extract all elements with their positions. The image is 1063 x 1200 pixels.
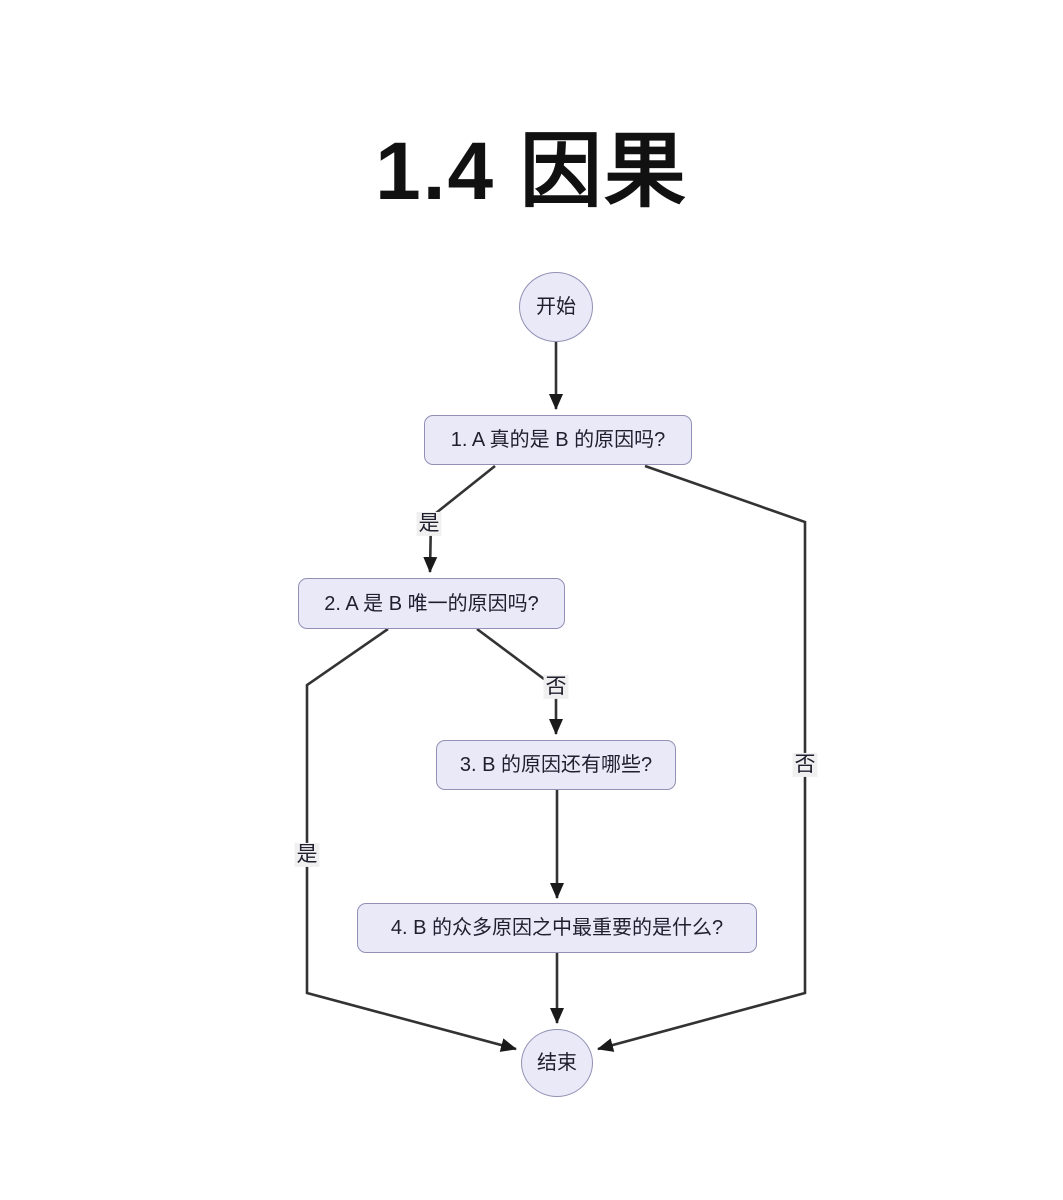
node-start: 开始	[519, 272, 593, 342]
edge-q2-to-end	[305, 627, 517, 1052]
node-end-label: 结束	[537, 1052, 577, 1074]
node-question-2: 2. A 是 B 唯一的原因吗?	[298, 578, 565, 629]
node-question-3-label: 3. B 的原因还有哪些?	[459, 754, 653, 776]
edge-label-no-q1-end: 否	[792, 752, 818, 778]
node-question-3: 3. B 的原因还有哪些?	[436, 740, 676, 790]
node-question-1: 1. A 真的是 B 的原因吗?	[424, 415, 692, 465]
node-end: 结束	[521, 1029, 593, 1097]
edge-label-yes-q2-end: 是	[294, 842, 320, 868]
edge-label-no-q2-q3: 否	[543, 674, 569, 700]
page-title: 1.4 因果	[375, 126, 688, 217]
edge-label-yes-q1-q2: 是	[416, 511, 442, 537]
node-question-4: 4. B 的众多原因之中最重要的是什么?	[357, 903, 757, 953]
node-question-1-label: 1. A 真的是 B 的原因吗?	[450, 429, 666, 451]
node-question-2-label: 2. A 是 B 唯一的原因吗?	[324, 592, 539, 615]
node-start-label: 开始	[536, 296, 576, 318]
node-question-4-label: 4. B 的众多原因之中最重要的是什么?	[390, 917, 724, 939]
